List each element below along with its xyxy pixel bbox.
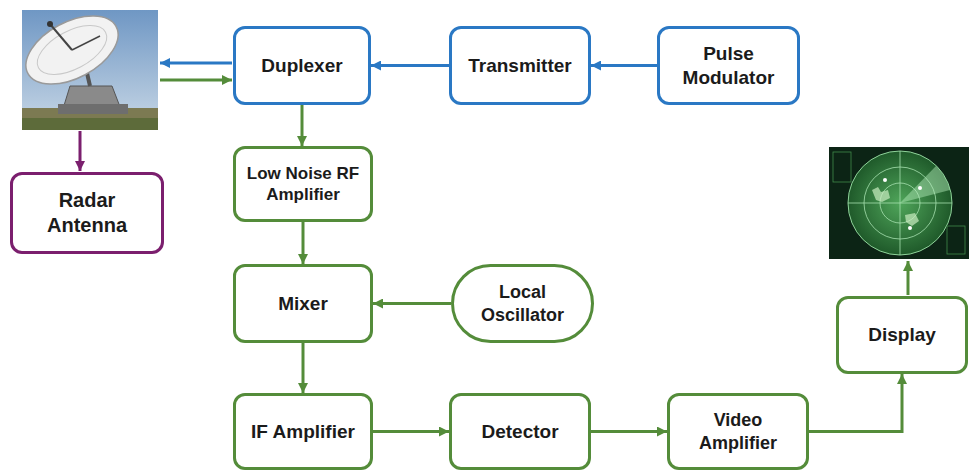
signal-arrow [373, 302, 451, 305]
oscillator-box: Local Oscillator [451, 264, 594, 343]
antenna-illustration [15, 2, 158, 130]
antenna-leader-arrow [79, 131, 82, 171]
signal-arrow [301, 105, 304, 146]
signal-arrow [302, 222, 305, 264]
transmit-arrow [160, 62, 232, 65]
display-output-arrow [907, 261, 910, 295]
antenna-label-box: Radar Antenna [10, 172, 164, 254]
box-label: Display [868, 323, 936, 347]
transmitter-box: Transmitter [449, 26, 591, 105]
box-label: Video Amplifier [680, 409, 796, 454]
radar-screen-illustration [829, 147, 969, 259]
signal-arrow [809, 374, 902, 432]
box-label: Pulse Modulator [670, 42, 787, 90]
box-label: Local Oscillator [464, 281, 581, 326]
signal-arrow [371, 64, 449, 67]
signal-arrow [373, 430, 449, 433]
box-label: Transmitter [468, 54, 571, 78]
detector-box: Detector [449, 393, 591, 470]
box-label: IF Amplifier [251, 420, 355, 444]
duplexer-box: Duplexer [233, 26, 371, 105]
box-label: Mixer [278, 292, 328, 316]
box-label: Radar Antenna [23, 188, 151, 238]
signal-arrow [591, 64, 657, 67]
rf-amplifier-box: Low Noise RF Amplifier [233, 146, 373, 222]
box-label: Duplexer [261, 54, 342, 78]
display-box: Display [836, 296, 968, 374]
if-amplifier-box: IF Amplifier [233, 393, 373, 470]
mixer-box: Mixer [233, 264, 373, 343]
box-label: Low Noise RF Amplifier [246, 163, 360, 206]
signal-arrow [302, 343, 305, 393]
video-amplifier-box: Video Amplifier [667, 393, 809, 470]
signal-arrow [591, 430, 667, 433]
receive-arrow [160, 79, 232, 82]
box-label: Detector [481, 420, 558, 444]
pulse-modulator-box: Pulse Modulator [657, 26, 800, 105]
